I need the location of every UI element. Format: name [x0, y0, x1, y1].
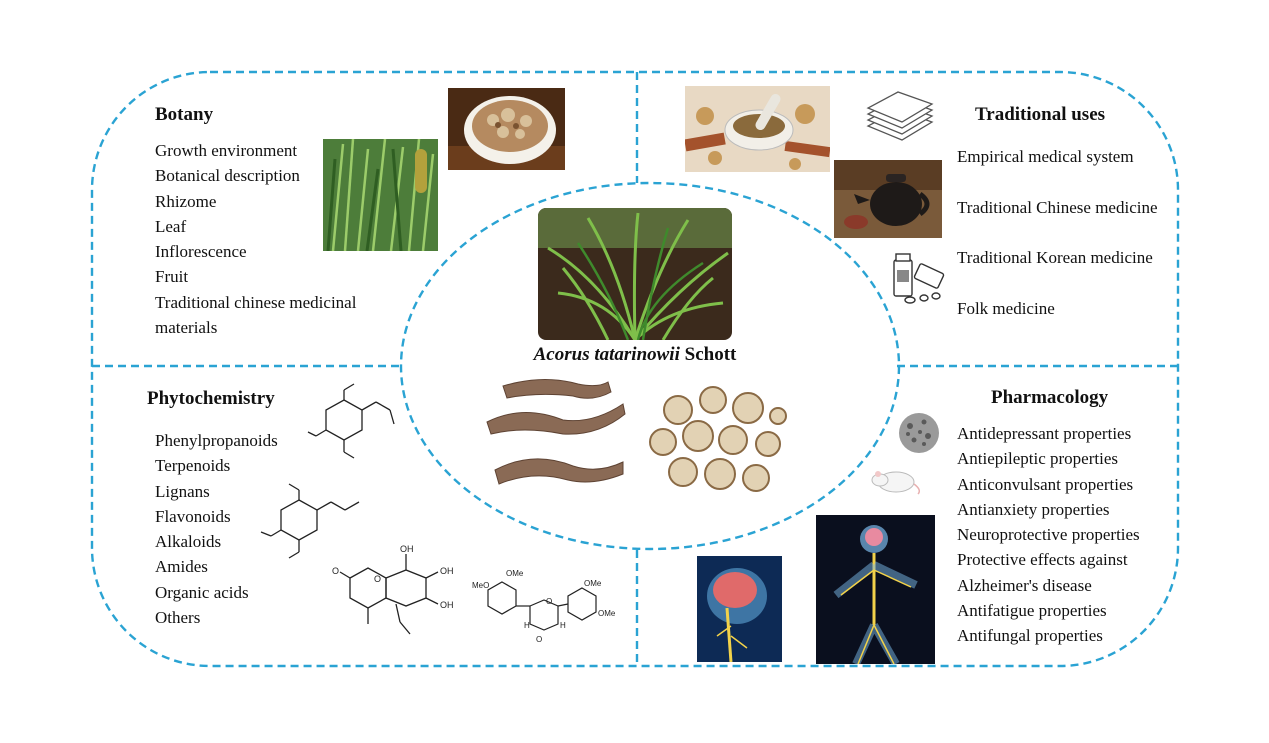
terpenoid-structure-icon: OH OH OH O O	[332, 544, 454, 635]
list-item: Lignans	[155, 481, 210, 501]
plant-photo-icon	[323, 139, 438, 251]
herb-bowl-icon	[448, 88, 565, 170]
list-item: Amides	[155, 557, 208, 577]
list-item: Flavonoids	[155, 506, 231, 526]
botany-heading: Botany	[155, 104, 214, 125]
phytochemistry-heading: Phytochemistry	[147, 388, 275, 409]
botany-list: Growth environment Botanical description…	[155, 138, 356, 340]
pharmacology-list: Antidepressant properties Antiepileptic …	[957, 421, 1140, 649]
list-item: Growth environment	[155, 141, 298, 160]
nervous-system-icon	[816, 515, 935, 664]
plant-photo-icon	[538, 208, 732, 340]
rhizome-icon	[483, 374, 631, 496]
list-item: Others	[155, 608, 201, 628]
list-item: Empirical medical system	[957, 147, 1134, 166]
structure-label: OH	[440, 600, 454, 610]
list-item: materials	[155, 318, 218, 338]
traditional-uses-heading: Traditional uses	[975, 104, 1106, 125]
phytochemistry-list: Phenylpropanoids Terpenoids Lignans Flav…	[155, 428, 278, 630]
books-icon	[862, 86, 936, 146]
list-item: Terpenoids	[155, 456, 231, 476]
cell-icon	[898, 412, 940, 454]
structure-label: OMe	[506, 569, 524, 578]
structure-label: O	[536, 635, 542, 644]
mouse-icon	[866, 464, 922, 496]
species-authority: Schott	[679, 344, 737, 365]
structure-label: H	[524, 621, 530, 630]
species-name: Acorus tatarinowii	[533, 344, 680, 365]
traditional-uses-list: Empirical medical system Traditional Chi…	[957, 132, 1158, 334]
pill-bottle-icon	[890, 250, 948, 306]
pharmacology-heading: Pharmacology	[991, 387, 1109, 408]
list-item: Phenylpropanoids	[155, 431, 278, 450]
list-item: Inflorescence	[155, 242, 247, 262]
structure-label: O	[374, 574, 381, 584]
center-ellipse	[399, 181, 901, 551]
structure-label: O	[546, 597, 552, 606]
list-item: Leaf	[155, 216, 187, 236]
list-item: Folk medicine	[957, 298, 1055, 318]
list-item: Traditional Chinese medicine	[957, 197, 1158, 217]
list-item: Traditional chinese medicinal	[155, 292, 357, 312]
structure-label: OMe	[598, 609, 616, 618]
structure-label: OH	[400, 544, 414, 554]
structure-label: O	[332, 566, 339, 576]
list-item: Antianxiety properties	[957, 499, 1110, 519]
list-item: Antiepileptic properties	[957, 449, 1118, 469]
list-item: Antidepressant properties	[957, 424, 1132, 443]
list-item: Rhizome	[155, 191, 217, 211]
list-item: Alkaloids	[155, 532, 222, 552]
rhizome-slices-icon	[638, 380, 788, 502]
outer-dashed-border	[90, 70, 1180, 668]
list-item: Neuroprotective properties	[957, 525, 1140, 545]
asarone-structure-icon	[260, 483, 360, 559]
structure-label: MeO	[472, 581, 489, 590]
list-item: Fruit	[155, 267, 189, 287]
structure-label: OMe	[584, 579, 602, 588]
structure-label: OH	[440, 566, 454, 576]
list-item: Botanical description	[155, 166, 300, 186]
list-item: Organic acids	[155, 582, 249, 602]
brain-icon	[697, 556, 782, 662]
list-item: Traditional Korean medicine	[957, 248, 1153, 268]
center-title: Acorus tatarinowii Schott	[450, 344, 820, 366]
list-item: Anticonvulsant properties	[957, 474, 1134, 494]
structure-label: H	[560, 621, 566, 630]
list-item: Antifatigue properties	[957, 601, 1107, 621]
lignan-structure-icon: OMe MeO OMe OMe H H O O	[472, 569, 616, 644]
teapot-icon	[834, 160, 942, 238]
list-item: Alzheimer's disease	[957, 575, 1092, 595]
list-item: Protective effects against	[957, 550, 1128, 570]
list-item: Antifungal properties	[957, 626, 1103, 646]
phenylpropanoid-structure-icon	[307, 383, 395, 459]
mortar-icon	[685, 86, 830, 172]
